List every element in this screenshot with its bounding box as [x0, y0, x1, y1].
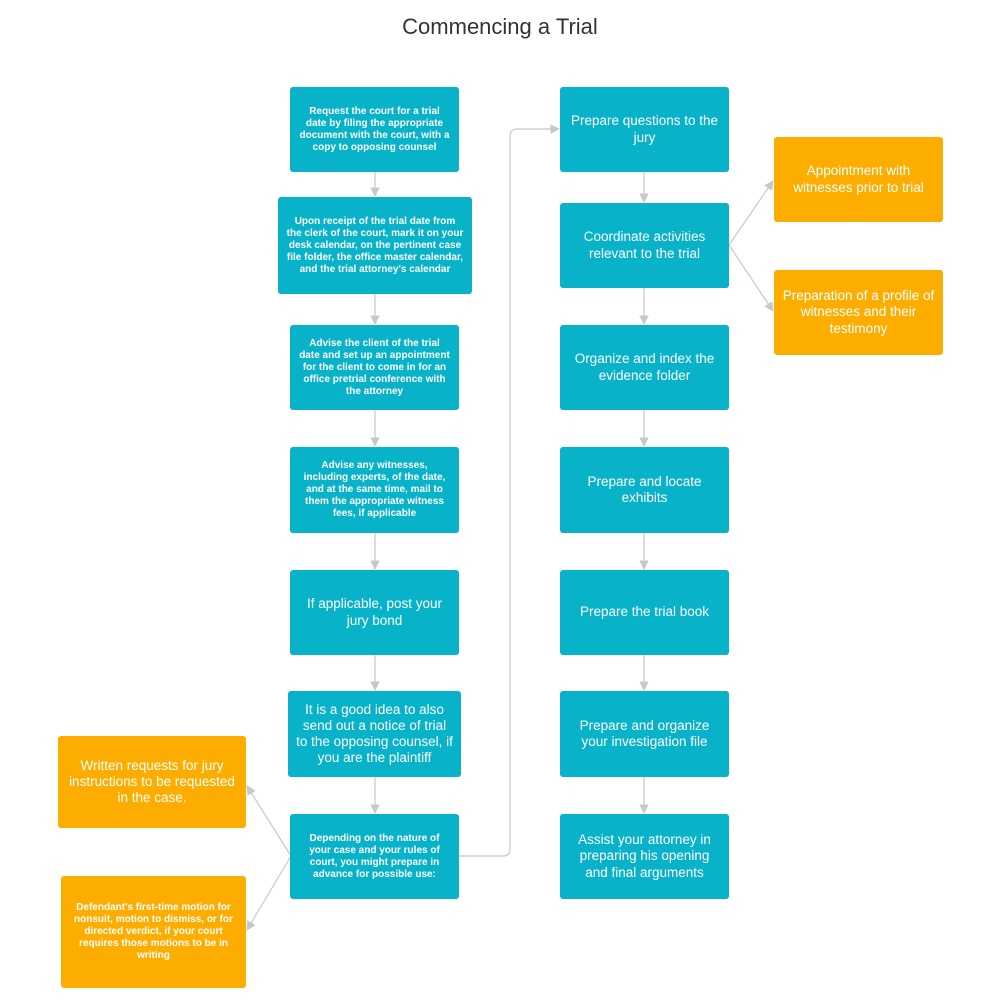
diagram-title: Commencing a Trial: [402, 14, 598, 39]
step-trial-book: Prepare the trial book: [560, 570, 729, 655]
note-jury-instructions: Written requests for jury instructions t…: [58, 736, 246, 828]
step-post-jury-bond: If applicable, post your jury bond: [290, 570, 459, 655]
step-prepare-jury-questions: Prepare questions to the jury: [560, 87, 729, 172]
step-organize-evidence: Organize and index the evidence folder: [560, 325, 729, 410]
note-first-time-motion: Defendant's first-time motion for nonsui…: [61, 876, 246, 988]
step-prepare-in-advance: Depending on the nature of your case and…: [290, 814, 459, 899]
step-mark-calendars: Upon receipt of the trial date from the …: [278, 197, 472, 294]
note-witness-profile: Preparation of a profile of witnesses an…: [774, 270, 943, 355]
arrow-to-note-2: [246, 855, 292, 931]
step-coordinate-activities: Coordinate activities relevant to the tr…: [560, 203, 729, 288]
arrow-left-to-right: [459, 124, 560, 857]
step-notice-of-trial: It is a good idea to also send out a not…: [288, 691, 461, 777]
step-advise-client: Advise the client of the trial date and …: [290, 325, 459, 410]
arrow-to-right-note-1: [728, 180, 774, 246]
step-advise-witnesses: Advise any witnesses, including experts,…: [290, 447, 459, 533]
step-assist-attorney: Assist your attorney in preparing his op…: [560, 814, 729, 899]
step-request-trial-date: Request the court for a trial date by fi…: [290, 87, 459, 172]
note-witness-appointment: Appointment with witnesses prior to tria…: [774, 137, 943, 222]
arrow-to-right-note-2: [728, 244, 774, 312]
step-locate-exhibits: Prepare and locate exhibits: [560, 447, 729, 533]
arrow-to-note-1: [246, 785, 292, 857]
step-investigation-file: Prepare and organize your investigation …: [560, 691, 729, 777]
